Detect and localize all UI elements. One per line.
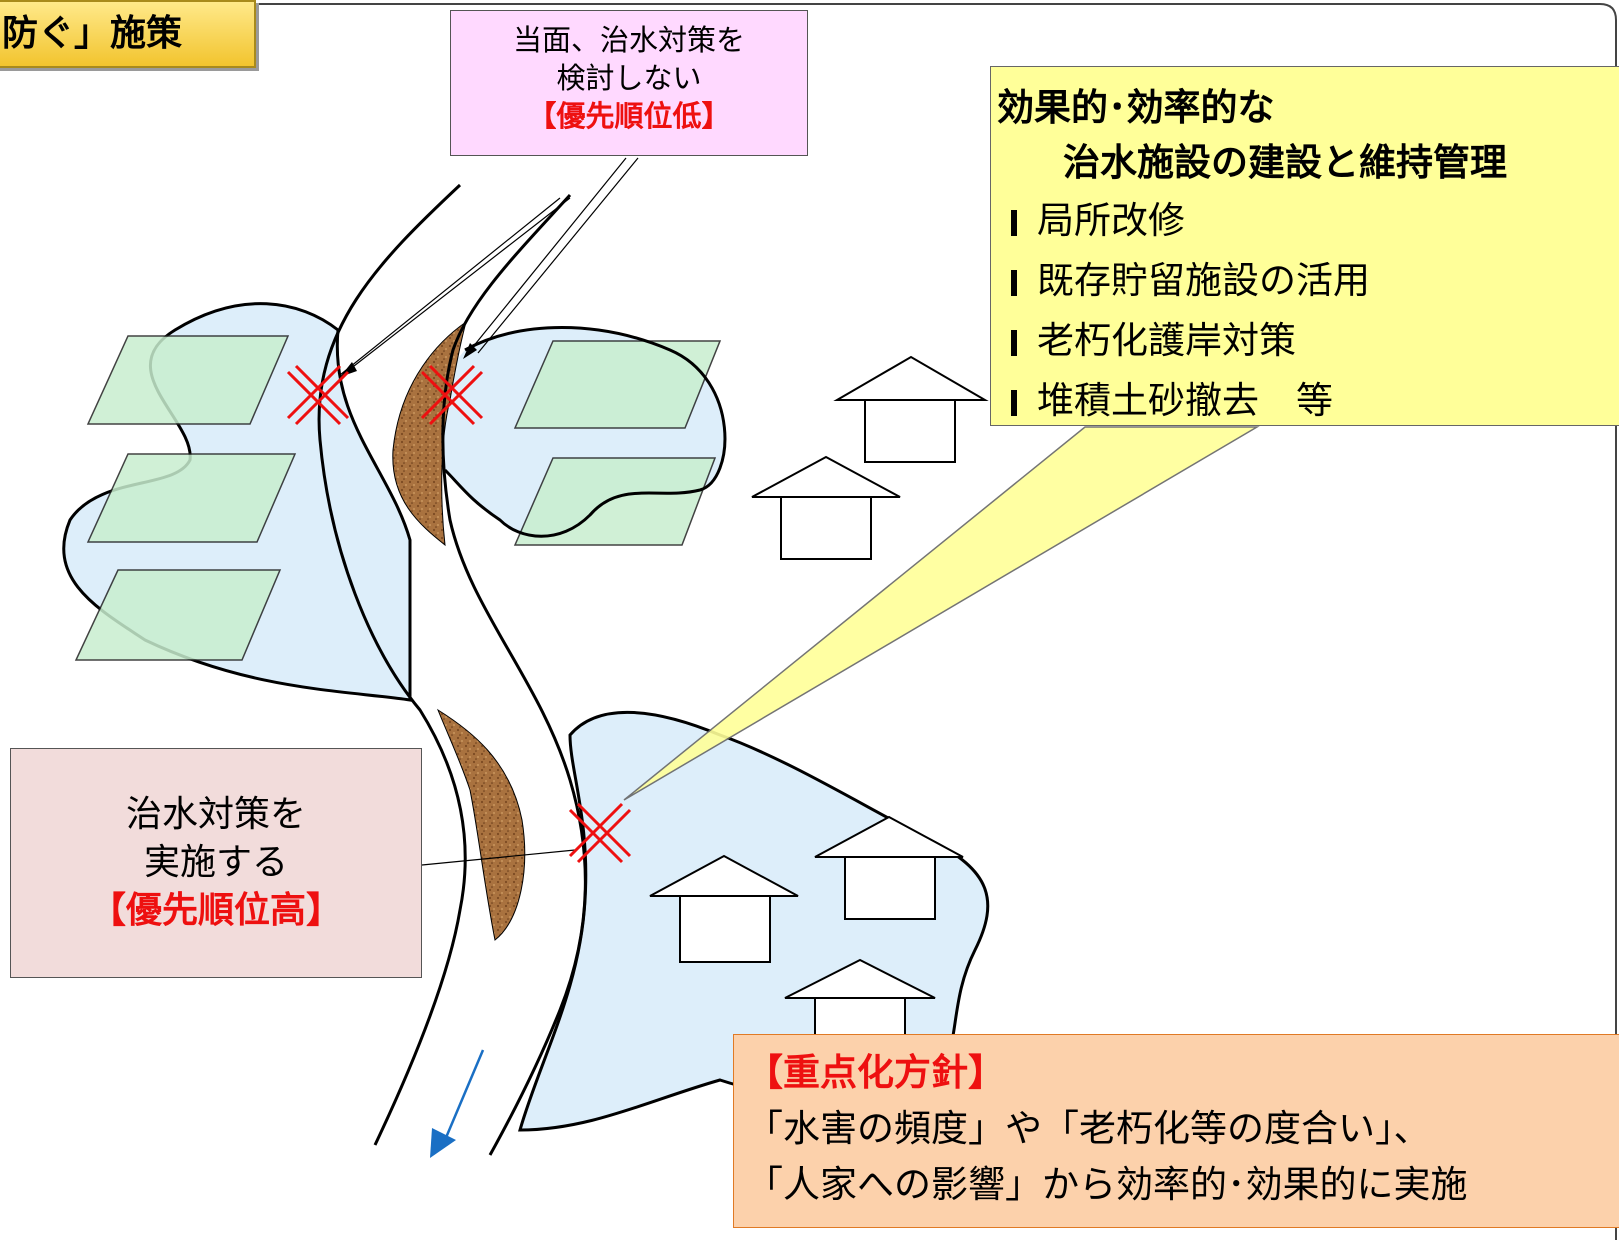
measure-item: 老朽化護岸対策	[997, 311, 1619, 371]
measures-heading-2: 治水施設の建設と維持管理	[1063, 141, 1507, 184]
farmland-plot-5	[513, 457, 717, 546]
measure-item-label: 既存貯留施設の活用	[1037, 259, 1370, 302]
bullet-icon	[1011, 270, 1017, 296]
leader-line	[344, 197, 571, 374]
measure-item: 堆積土砂撤去 等	[997, 371, 1619, 431]
measure-item-label: 局所改修	[1037, 199, 1185, 242]
river-bank-left	[317, 183, 467, 1146]
arrowhead-icon	[463, 343, 477, 359]
high-priority-box: 治水対策を 実施する 【優先順位高】	[10, 748, 422, 978]
cross-mark-icon	[286, 364, 350, 426]
high-priority-line-1: 治水対策を	[125, 794, 306, 835]
policy-heading: 【重点化方針】	[746, 1051, 1005, 1094]
flood-edge-upper-right	[443, 326, 727, 538]
leader-line	[467, 157, 627, 354]
leader-line	[421, 849, 576, 866]
measure-item-label: 堆積土砂撤去 等	[1037, 379, 1333, 422]
leader-line	[339, 197, 561, 376]
house-icon	[784, 958, 936, 1039]
measures-heading-1: 効果的･効率的な	[997, 86, 1275, 129]
farmland-plot-4	[513, 340, 722, 429]
farmland-plot-1	[86, 335, 290, 425]
river-bank-right	[441, 193, 587, 1156]
high-priority-line-2: 実施する	[143, 842, 288, 883]
measure-item: 局所改修	[997, 191, 1619, 251]
callout-pointer	[623, 426, 1260, 801]
house-icon	[649, 854, 799, 963]
measures-box: 効果的･効率的な 治水施設の建設と維持管理 局所改修 既存貯留施設の活用 老朽化…	[990, 66, 1619, 426]
flow-direction-arrow	[443, 1049, 485, 1141]
bullet-icon	[1011, 390, 1017, 416]
measure-item-label: 老朽化護岸対策	[1037, 319, 1296, 362]
high-priority-label: 【優先順位高】	[89, 890, 342, 931]
low-priority-box: 当面、治水対策を 検討しない 【優先順位低】	[450, 10, 808, 156]
house-icon	[833, 355, 989, 463]
bullet-icon	[1011, 210, 1017, 236]
policy-box: 【重点化方針】 「水害の頻度」や「老朽化等の度合い」、 「人家への影響」から効率…	[733, 1034, 1619, 1228]
policy-line-2: 「人家への影響」から効率的･効果的に実施	[746, 1163, 1468, 1206]
cross-mark-icon	[420, 364, 484, 426]
low-priority-line-2: 検討しない	[556, 61, 702, 95]
farmland-plot-2	[86, 453, 297, 543]
frame-border	[256, 3, 1617, 1240]
arrowhead-icon	[340, 362, 357, 377]
policy-line-1: 「水害の頻度」や「老朽化等の度合い」、	[746, 1107, 1431, 1150]
leader-line	[477, 157, 639, 354]
farmland-plot-3	[74, 569, 282, 661]
measure-item: 既存貯留施設の活用	[997, 251, 1619, 311]
sediment-deposit-lower	[436, 708, 526, 941]
low-priority-line-1: 当面、治水対策を	[512, 23, 745, 57]
cross-mark-icon	[568, 802, 632, 864]
house-icon	[751, 455, 901, 560]
flow-arrowhead-icon	[430, 1128, 456, 1158]
low-priority-label: 【優先順位低】	[527, 99, 731, 133]
house-icon	[814, 815, 964, 920]
bullet-icon	[1011, 330, 1017, 356]
page-title: 防ぐ」施策	[0, 0, 256, 68]
